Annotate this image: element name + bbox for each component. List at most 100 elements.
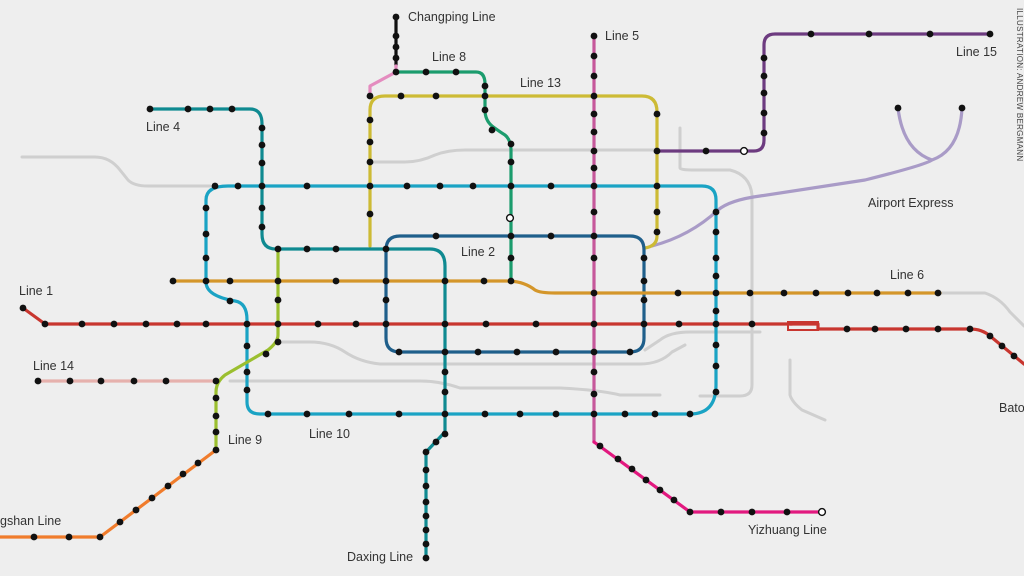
station bbox=[596, 442, 604, 450]
station bbox=[712, 307, 720, 315]
station bbox=[65, 533, 73, 541]
gray-line-south2 bbox=[228, 379, 662, 397]
station bbox=[702, 147, 710, 155]
label-line-2: Line 2 bbox=[461, 245, 495, 259]
station bbox=[432, 232, 440, 240]
station bbox=[902, 325, 910, 333]
station bbox=[712, 362, 720, 370]
station bbox=[507, 158, 515, 166]
station bbox=[590, 182, 598, 190]
station bbox=[748, 320, 756, 328]
station bbox=[590, 232, 598, 240]
station bbox=[228, 105, 236, 113]
illustration-credit: ILLUSTRATION: ANDREW BERGMANN bbox=[1015, 8, 1024, 161]
station bbox=[532, 320, 540, 328]
station bbox=[366, 116, 374, 124]
station bbox=[422, 526, 430, 534]
station bbox=[264, 410, 272, 418]
station bbox=[780, 289, 788, 297]
gray-line-south bbox=[276, 340, 687, 366]
station bbox=[481, 92, 489, 100]
station bbox=[712, 320, 720, 328]
station bbox=[640, 320, 648, 328]
station bbox=[894, 104, 902, 112]
station bbox=[397, 92, 405, 100]
station bbox=[96, 533, 104, 541]
station bbox=[202, 230, 210, 238]
gray-line-northeast bbox=[678, 126, 754, 398]
station bbox=[760, 54, 768, 62]
station bbox=[19, 304, 27, 312]
station bbox=[243, 320, 251, 328]
station bbox=[590, 164, 598, 172]
station bbox=[674, 289, 682, 297]
station bbox=[441, 388, 449, 396]
station bbox=[274, 338, 282, 346]
station bbox=[202, 254, 210, 262]
station bbox=[552, 348, 560, 356]
station bbox=[966, 325, 974, 333]
station bbox=[507, 182, 515, 190]
station bbox=[146, 105, 154, 113]
station bbox=[116, 518, 124, 526]
station bbox=[202, 277, 210, 285]
label-line-8: Line 8 bbox=[432, 50, 466, 64]
station bbox=[422, 540, 430, 548]
station bbox=[258, 223, 266, 231]
station bbox=[653, 208, 661, 216]
station bbox=[686, 410, 694, 418]
station bbox=[226, 277, 234, 285]
station bbox=[352, 320, 360, 328]
station bbox=[366, 182, 374, 190]
station bbox=[651, 410, 659, 418]
station bbox=[712, 341, 720, 349]
station bbox=[675, 320, 683, 328]
station bbox=[97, 377, 105, 385]
station bbox=[986, 30, 994, 38]
station bbox=[258, 182, 266, 190]
station bbox=[998, 342, 1006, 350]
station bbox=[262, 350, 270, 358]
station bbox=[432, 438, 440, 446]
station bbox=[441, 430, 449, 438]
label-batong-line: Bato bbox=[999, 401, 1024, 415]
batong-transfer-box bbox=[787, 321, 819, 331]
label-line-5: Line 5 bbox=[605, 29, 639, 43]
station bbox=[202, 204, 210, 212]
station bbox=[184, 105, 192, 113]
station bbox=[590, 147, 598, 155]
station bbox=[366, 138, 374, 146]
station bbox=[422, 512, 430, 520]
station bbox=[403, 182, 411, 190]
station bbox=[640, 277, 648, 285]
station bbox=[303, 182, 311, 190]
station bbox=[653, 110, 661, 118]
station bbox=[712, 388, 720, 396]
station bbox=[926, 30, 934, 38]
station bbox=[640, 254, 648, 262]
station bbox=[614, 455, 622, 463]
station bbox=[516, 410, 524, 418]
station bbox=[392, 13, 400, 21]
station bbox=[621, 410, 629, 418]
station bbox=[258, 124, 266, 132]
station bbox=[34, 377, 42, 385]
station bbox=[686, 508, 694, 516]
station bbox=[481, 410, 489, 418]
station bbox=[130, 377, 138, 385]
station bbox=[173, 320, 181, 328]
station bbox=[760, 109, 768, 117]
gray-line-south3 bbox=[643, 330, 762, 352]
station bbox=[303, 245, 311, 253]
station bbox=[507, 140, 515, 148]
station bbox=[345, 410, 353, 418]
station bbox=[746, 289, 754, 297]
station bbox=[274, 277, 282, 285]
station bbox=[392, 32, 400, 40]
station bbox=[590, 348, 598, 356]
station bbox=[212, 377, 220, 385]
station bbox=[986, 332, 994, 340]
station bbox=[590, 410, 598, 418]
station bbox=[640, 296, 648, 304]
label-line-10: Line 10 bbox=[309, 427, 350, 441]
